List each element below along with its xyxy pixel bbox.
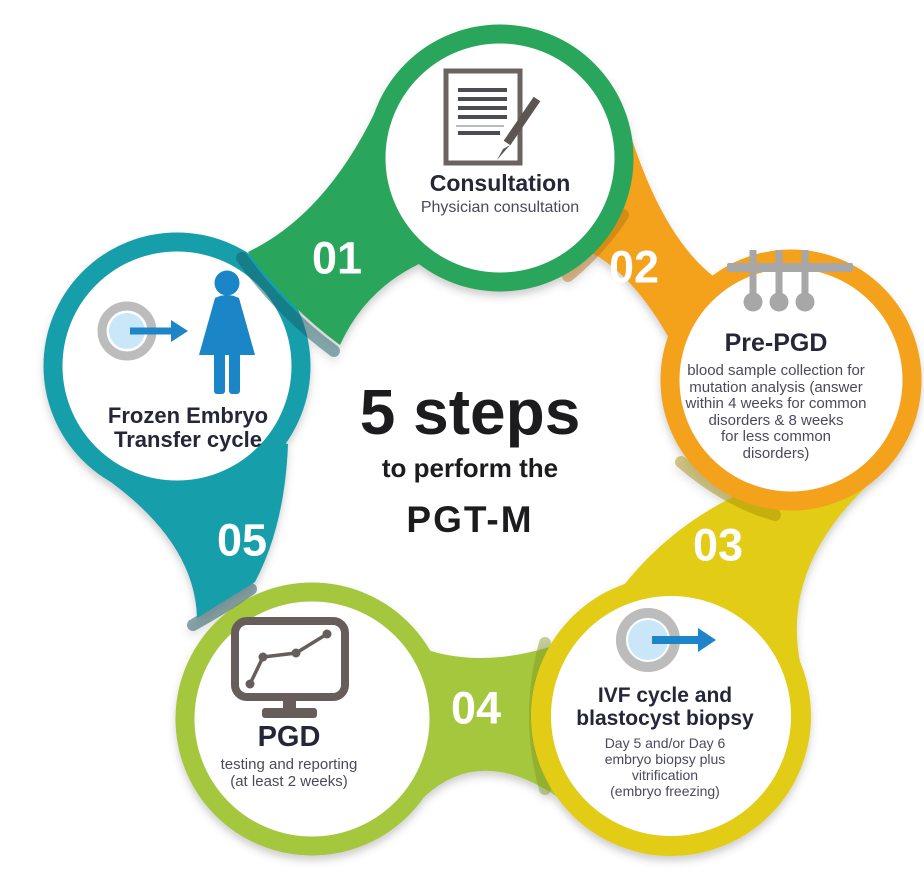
step-03-desc-line: embryo biopsy plus bbox=[604, 751, 726, 767]
step-03-desc-line: Day 5 and/or Day 6 bbox=[604, 735, 726, 751]
step-03-desc-line: (embryo freezing) bbox=[610, 783, 720, 799]
step-03-desc: Day 5 and/or Day 6 embryo biopsy plus vi… bbox=[540, 735, 790, 799]
shadow-wedge-05 bbox=[187, 583, 257, 631]
step-number-04: 04 bbox=[450, 682, 502, 734]
step-number-01: 01 bbox=[311, 232, 363, 284]
step-02-desc-line: disorders) bbox=[742, 444, 810, 462]
center-title: 5 steps bbox=[359, 376, 581, 448]
shadow-wedge-01 bbox=[236, 252, 340, 357]
step-01-consultation: Consultation Physician consultation bbox=[350, 171, 650, 217]
step-number-05: 05 bbox=[216, 514, 268, 566]
center-title-block: 5 steps to perform the PGT-M bbox=[320, 380, 620, 541]
step-02-desc-line: for less common bbox=[720, 428, 832, 445]
step-02-desc-line: disorders & 8 weeks bbox=[708, 411, 844, 429]
step-03-title-line: blastocyst biopsy bbox=[576, 707, 754, 730]
embryo-arrow-icon bbox=[616, 608, 716, 672]
circle-ivf bbox=[531, 576, 811, 856]
step-03-desc-line: vitrification bbox=[631, 767, 699, 783]
step-01-title: Consultation bbox=[429, 170, 571, 196]
step-01-desc-line: Physician consultation bbox=[420, 199, 580, 216]
step-04-desc: testing and reporting (at least 2 weeks) bbox=[189, 756, 389, 790]
step-01-desc: Physician consultation bbox=[350, 199, 650, 217]
monitor-chart-icon bbox=[231, 617, 349, 718]
step-05-title-line: Transfer cycle bbox=[114, 427, 262, 452]
step-04-desc-line: (at least 2 weeks) bbox=[230, 773, 348, 790]
center-subtitle: to perform the bbox=[381, 453, 559, 483]
step-03-ivf: IVF cycle and blastocyst biopsy Day 5 an… bbox=[540, 684, 790, 799]
step-05-title: Frozen Embryo Transfer cycle bbox=[84, 404, 292, 452]
step-02-title: Pre-PGD bbox=[724, 329, 828, 357]
step-03-title: IVF cycle and blastocyst biopsy bbox=[540, 684, 790, 730]
center-test-name: PGT-M bbox=[406, 499, 534, 540]
step-03-title-line: IVF cycle and bbox=[597, 684, 733, 707]
step-05-title-line: Frozen Embryo bbox=[107, 403, 269, 428]
step-02-desc-line: within 4 weeks for common bbox=[685, 395, 867, 412]
step-02-desc-line: mutation analysis (answer bbox=[689, 378, 863, 396]
step-05-fet: Frozen Embryo Transfer cycle bbox=[84, 404, 292, 452]
step-04-desc-line: testing and reporting bbox=[220, 756, 358, 773]
step-02-desc-line: blood sample collection for bbox=[687, 362, 865, 379]
shadow-wedge-03 bbox=[675, 456, 781, 521]
document-pen-icon bbox=[443, 68, 541, 166]
step-number-03: 03 bbox=[692, 519, 744, 571]
circle-prepgd bbox=[660, 249, 922, 511]
step-04-pgd: PGD testing and reporting (at least 2 we… bbox=[189, 722, 389, 790]
embryo-woman-icon bbox=[97, 270, 255, 394]
step-02-desc: blood sample collection for mutation ana… bbox=[664, 362, 888, 462]
test-tubes-icon bbox=[727, 250, 853, 312]
step-number-02: 02 bbox=[608, 241, 660, 293]
step-04-title: PGD bbox=[257, 721, 321, 753]
step-02-pre-pgd: Pre-PGD blood sample collection for muta… bbox=[664, 330, 888, 462]
